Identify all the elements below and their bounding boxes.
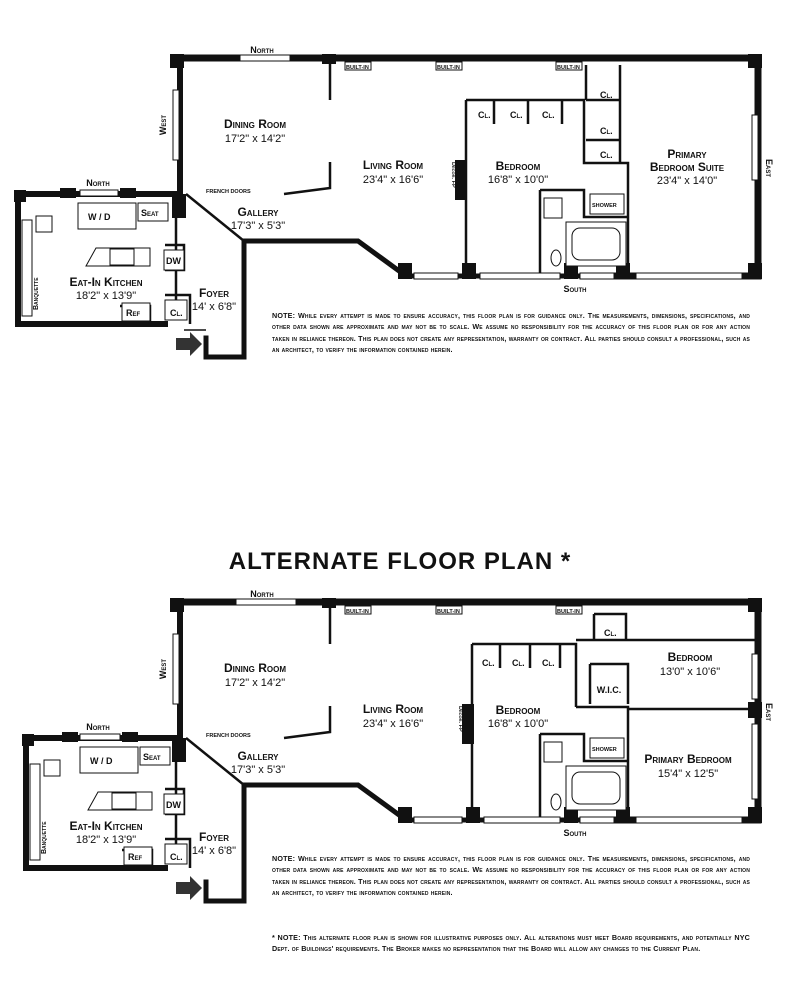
dw-label: DW [166, 256, 181, 266]
seat-label: Seat [143, 752, 161, 762]
ref-label: Ref [126, 308, 141, 318]
foyer-name: Foyer [199, 286, 229, 300]
disclaimer-note: NOTE: While every attempt is made to ens… [272, 311, 750, 355]
bedroom-dimensions: 16'8" x 10'0" [488, 174, 548, 186]
entry-arrow-icon [176, 876, 202, 900]
closet-label: Cl. [600, 90, 613, 100]
bedroom2-name: Bedroom [668, 650, 713, 664]
entry-arrow-icon [176, 332, 202, 356]
built-in-label-2: BUILT-IN [437, 65, 460, 71]
kitchen-fixtures [29, 746, 188, 866]
decor-fp-label: Decor. FP [450, 162, 456, 188]
bedroom-name: Bedroom [496, 703, 541, 717]
built-in-label-1: BUILT-IN [346, 609, 369, 615]
shower-label: SHOWER [592, 747, 617, 753]
gallery-dimensions: 17'3" x 5'3" [231, 764, 285, 776]
west-label: West [158, 659, 168, 679]
closet-label: Cl. [512, 658, 525, 668]
suite-name-line2: Bedroom Suite [650, 160, 725, 174]
dw-label: DW [166, 800, 181, 810]
closet-label: Cl. [510, 110, 523, 120]
walk-in-closet-label: W.I.C. [597, 685, 622, 695]
bathroom-fixtures [543, 737, 627, 811]
north-label: North [250, 589, 274, 599]
ref-label: Ref [128, 852, 143, 862]
windows [79, 54, 759, 280]
dining-room-name: Dining Room [224, 117, 286, 131]
closet-label: Cl. [478, 110, 491, 120]
wall-pillars [14, 54, 762, 279]
north-kitchen-label: North [86, 722, 110, 732]
primary-bedroom-dimensions: 15'4" x 12'5" [658, 768, 718, 780]
alternate-plan-title: ALTERNATE FLOOR PLAN * [228, 548, 572, 575]
kitchen-name: Eat-In Kitchen [70, 275, 143, 289]
dining-room-dimensions: 17'2" x 14'2" [225, 133, 285, 145]
built-in-label-1: BUILT-IN [346, 65, 369, 71]
wd-label: W / D [90, 756, 113, 766]
kitchen-dimensions: 18'2" x 13'9" [76, 290, 136, 302]
bedroom2-dimensions: 13'0" x 10'6" [660, 666, 720, 678]
living-room-dimensions: 23'4" x 16'6" [363, 174, 423, 186]
french-doors-label: FRENCH DOORS [206, 189, 251, 195]
banquette-label: Banquette [33, 277, 40, 310]
closet-label: Cl. [542, 110, 555, 120]
wd-label: W / D [88, 212, 111, 222]
foyer-dimensions: 14' x 6'8" [192, 301, 236, 313]
seat-label: Seat [141, 208, 159, 218]
banquette-label: Banquette [41, 821, 48, 854]
windows [79, 598, 759, 824]
gallery-dimensions: 17'3" x 5'3" [231, 220, 285, 232]
south-label: South [563, 828, 586, 838]
bedroom-dimensions: 16'8" x 10'0" [488, 718, 548, 730]
foyer-name: Foyer [199, 830, 229, 844]
floor-plan-current: BUILT-IN BUILT-IN BUILT-IN SHOWER [14, 45, 774, 360]
interior-walls [120, 58, 630, 324]
north-label: North [250, 45, 274, 55]
built-in-label-3: BUILT-IN [557, 609, 580, 615]
east-label: East [764, 703, 774, 721]
closet-label: Cl. [600, 150, 613, 160]
closet-label: Cl. [170, 852, 183, 862]
foyer-dimensions: 14' x 6'8" [192, 845, 236, 857]
built-ins [344, 605, 583, 615]
living-room-dimensions: 23'4" x 16'6" [363, 718, 423, 730]
built-in-label-3: BUILT-IN [557, 65, 580, 71]
primary-bedroom-name: Primary Bedroom [644, 752, 732, 766]
alternate-plan-note: * NOTE: This alternate floor plan is sho… [272, 933, 750, 954]
suite-name-line1: Primary [667, 147, 707, 161]
floor-plan-alternate: BUILT-IN BUILT-IN BUILT-IN SHOWER Cl. Cl… [22, 589, 774, 904]
west-label: West [158, 115, 168, 135]
east-label: East [764, 159, 774, 177]
bathroom-fixtures [543, 193, 627, 267]
closet-label: Cl. [604, 628, 617, 638]
closet-label: Cl. [170, 308, 183, 318]
living-room-name: Living Room [363, 158, 424, 172]
wall-pillars [22, 598, 762, 823]
shower-label: SHOWER [592, 203, 617, 209]
built-in-label-2: BUILT-IN [437, 609, 460, 615]
closet-label: Cl. [600, 126, 613, 136]
gallery-name: Gallery [237, 205, 279, 219]
south-label: South [563, 284, 586, 294]
kitchen-name: Eat-In Kitchen [70, 819, 143, 833]
dining-room-dimensions: 17'2" x 14'2" [225, 677, 285, 689]
north-kitchen-label: North [86, 178, 110, 188]
closet-label: Cl. [542, 658, 555, 668]
built-ins [344, 61, 583, 71]
gallery-name: Gallery [237, 749, 279, 763]
french-doors-label: FRENCH DOORS [206, 733, 251, 739]
dining-room-name: Dining Room [224, 661, 286, 675]
living-room-name: Living Room [363, 702, 424, 716]
closet-label: Cl. [482, 658, 495, 668]
decor-fp-label: Decor. FP [457, 706, 463, 732]
disclaimer-note-alternate: NOTE: While every attempt is made to ens… [272, 854, 750, 898]
suite-dimensions: 23'4" x 14'0" [657, 175, 717, 187]
kitchen-dimensions: 18'2" x 13'9" [76, 834, 136, 846]
bedroom-name: Bedroom [496, 159, 541, 173]
kitchen-fixtures [21, 202, 188, 322]
